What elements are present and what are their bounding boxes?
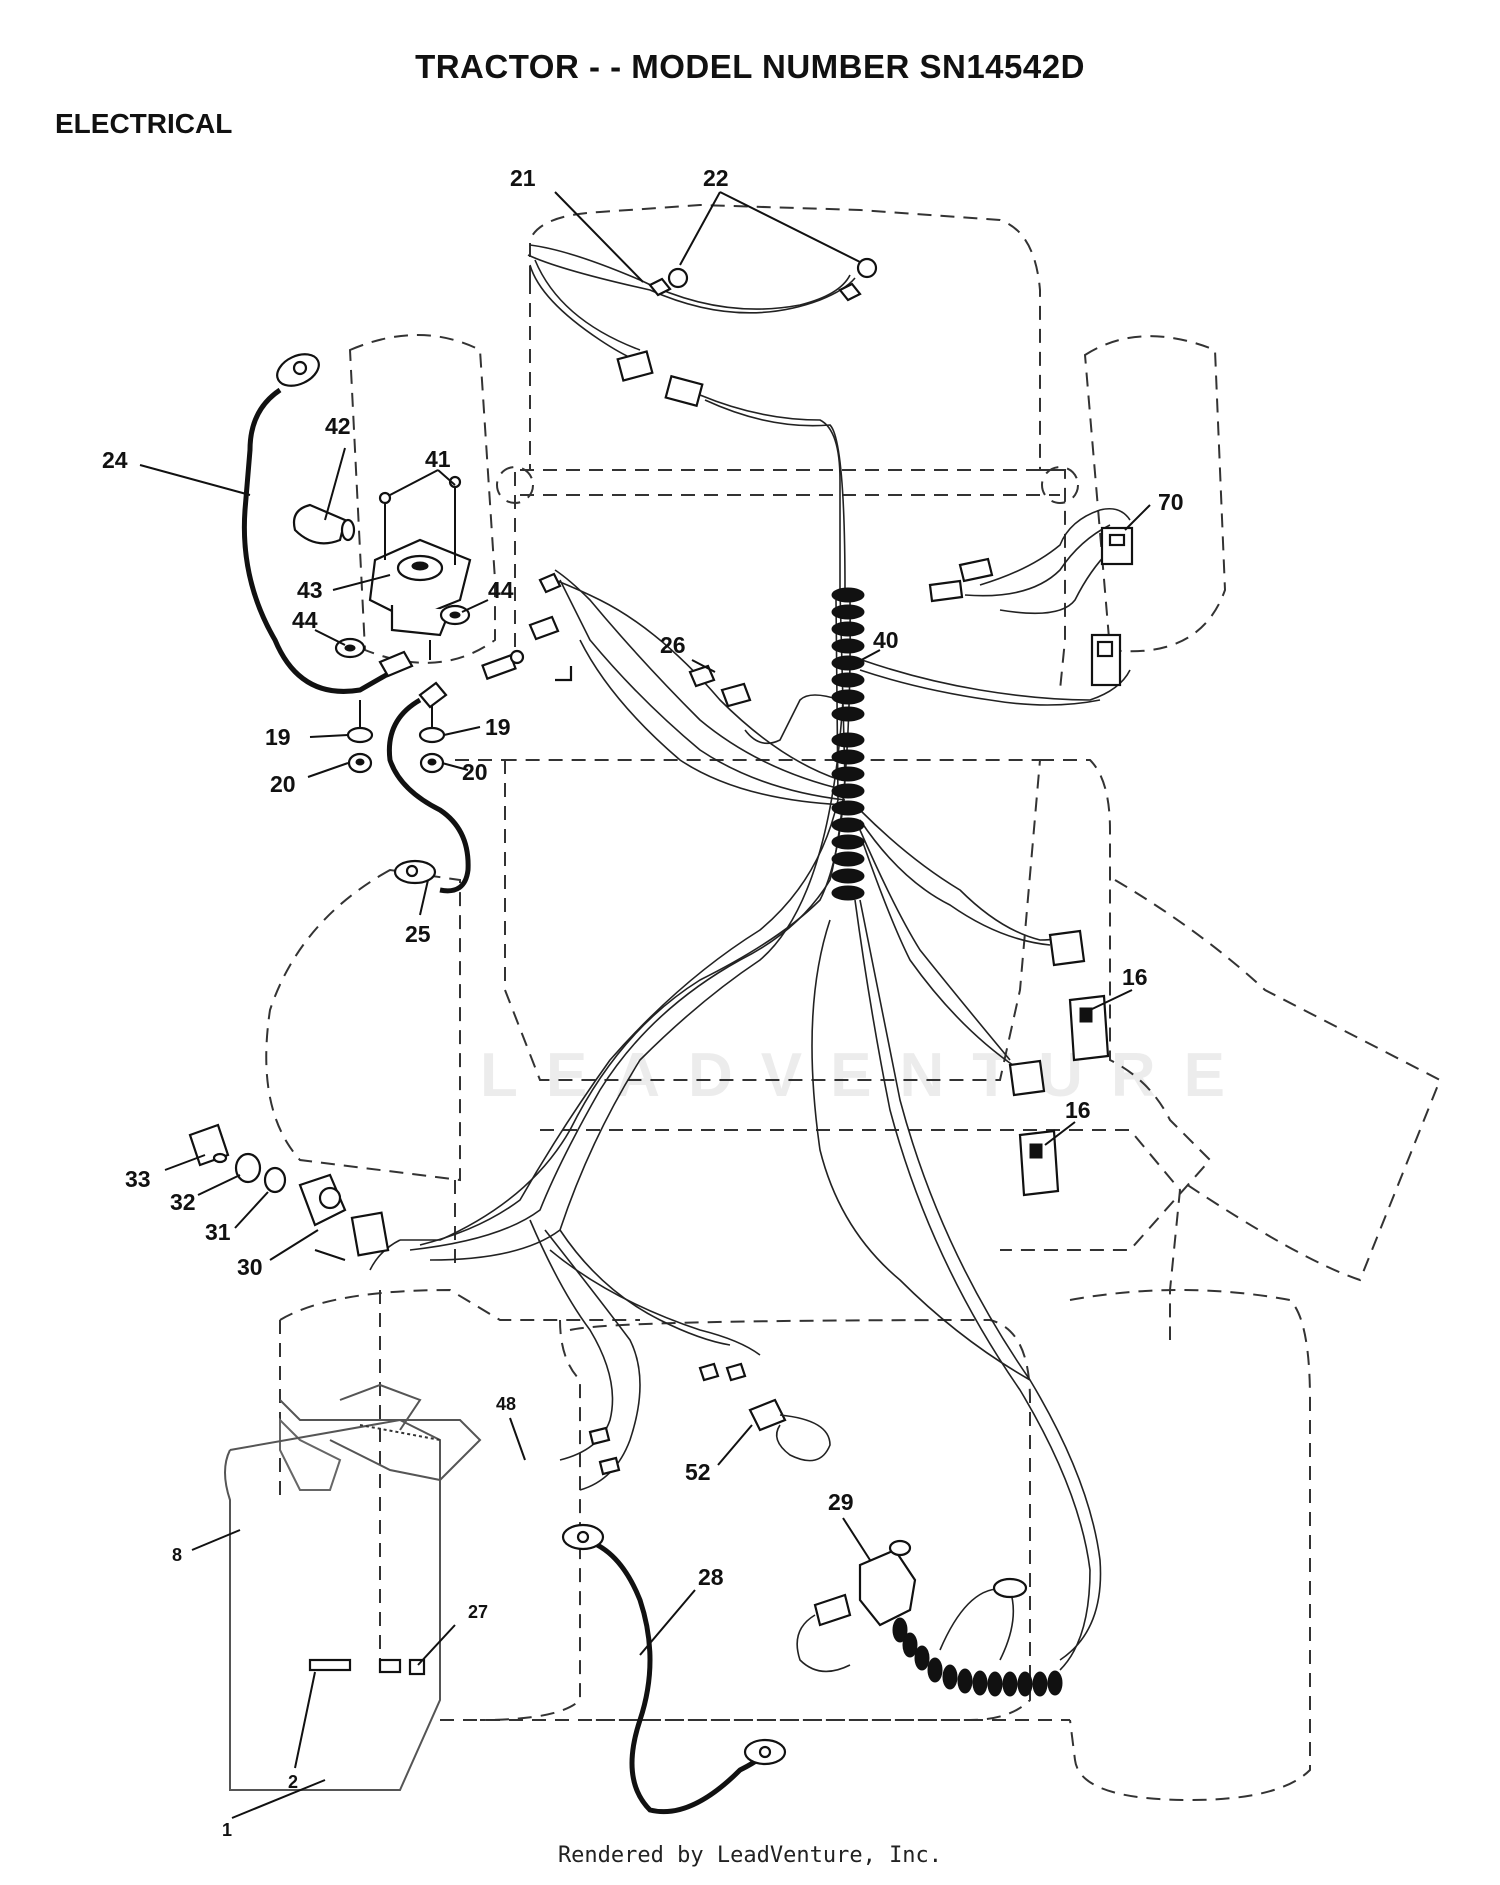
brake-switch-29	[796, 1539, 1063, 1697]
connectors-26	[528, 572, 752, 708]
starter-solenoid	[292, 475, 525, 681]
part-label-19-right: 19	[485, 714, 511, 740]
ground-cable-28	[561, 1523, 787, 1815]
part-label-48: 48	[496, 1394, 516, 1414]
part-label-33: 33	[125, 1166, 151, 1192]
part-label-31: 31	[205, 1219, 231, 1245]
part-label-21: 21	[510, 165, 536, 191]
part-label-26: 26	[660, 632, 686, 658]
section-heading: ELECTRICAL	[55, 108, 233, 139]
connectors-70	[928, 507, 1134, 687]
part-label-24: 24	[102, 447, 128, 473]
footer-credit: Rendered by LeadVenture, Inc.	[557, 1843, 943, 1868]
part-label-22: 22	[703, 165, 729, 191]
leader-lines	[139, 191, 1151, 1819]
headlight-harness	[527, 244, 878, 591]
wire-loom-icon	[831, 587, 865, 901]
part-label-16-lower: 16	[1065, 1097, 1091, 1123]
part-label-52: 52	[685, 1459, 711, 1485]
part-label-43: 43	[297, 577, 323, 603]
part-label-44-left: 44	[292, 607, 318, 633]
part-label-41: 41	[425, 446, 451, 472]
part-label-30: 30	[237, 1254, 263, 1280]
part-label-25: 25	[405, 921, 431, 947]
bulb-icon	[648, 277, 672, 297]
tractor-outline	[265, 203, 1442, 1802]
coil-icon	[892, 1617, 1063, 1697]
washers-nuts	[346, 681, 471, 894]
part-label-42: 42	[325, 413, 351, 439]
part-label-28: 28	[698, 1564, 724, 1590]
bulb-icon	[838, 282, 862, 302]
part-label-16-upper: 16	[1122, 964, 1148, 990]
page-title: TRACTOR - - MODEL NUMBER SN14542D	[415, 48, 1085, 85]
part-label-44-right: 44	[488, 577, 514, 603]
part-labels: 21 22 24 42 41 43 44 44 70 26 40 19 19 2…	[102, 165, 1184, 1840]
connectors-48-52	[588, 1362, 831, 1476]
part-label-32: 32	[170, 1189, 196, 1215]
part-label-20-right: 20	[462, 759, 488, 785]
battery-cable-24	[241, 353, 414, 694]
part-label-2: 2	[288, 1772, 298, 1792]
interlock-switches-16	[1008, 929, 1110, 1197]
part-label-70: 70	[1158, 489, 1184, 515]
fuse-holder-icon	[308, 1658, 352, 1672]
main-wire-harness	[369, 569, 1131, 1671]
battery-platform	[224, 1383, 482, 1791]
part-label-27: 27	[468, 1602, 488, 1622]
part-label-1: 1	[222, 1820, 232, 1840]
part-label-19-left: 19	[265, 724, 291, 750]
part-label-40: 40	[873, 627, 899, 653]
part-label-29: 29	[828, 1489, 854, 1515]
part-label-8: 8	[172, 1545, 182, 1565]
part-label-20-left: 20	[270, 771, 296, 797]
ignition-switch-assembly	[188, 1123, 390, 1261]
